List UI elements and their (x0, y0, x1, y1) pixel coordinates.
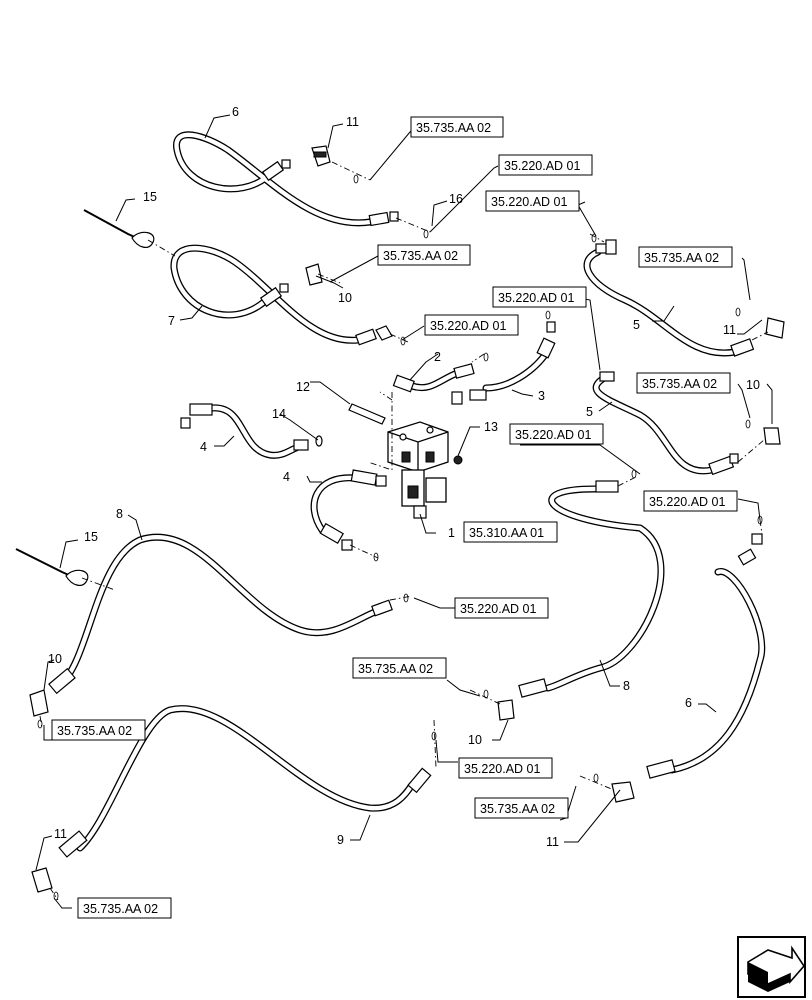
reference-boxes: 35.735.AA 02 35.220.AD 01 35.220.AD 01 3… (51, 116, 738, 919)
hose-8-right (544, 485, 665, 692)
callout-9: 9 (337, 833, 344, 847)
callout-13: 13 (484, 420, 498, 434)
hose-5-mid (592, 374, 716, 475)
callout-11-right: 11 (723, 323, 736, 337)
svg-text:35.735.AA 02: 35.735.AA 02 (480, 802, 555, 816)
callout-8-right: 8 (623, 679, 630, 693)
ref-box-17[interactable]: 35.735.AA 02 (77, 897, 172, 919)
svg-text:35.735.AA 02: 35.735.AA 02 (358, 662, 433, 676)
callout-8-left: 8 (116, 507, 123, 521)
svg-text:35.220.AD 01: 35.220.AD 01 (491, 195, 567, 209)
callout-3: 3 (538, 389, 545, 403)
callout-16: 16 (449, 192, 463, 206)
cable-tie-15-top (83, 209, 155, 248)
svg-text:35.735.AA 02: 35.735.AA 02 (383, 249, 458, 263)
ref-box-8[interactable]: 35.735.AA 02 (636, 372, 731, 394)
callout-6-top: 6 (232, 105, 239, 119)
callout-6-bottom: 6 (685, 696, 692, 710)
svg-text:35.220.AD 01: 35.220.AD 01 (649, 495, 725, 509)
hose-3 (482, 348, 551, 392)
hose-4-lower (310, 474, 359, 534)
navigation-arrow-icon[interactable] (737, 936, 806, 998)
ref-box-2[interactable]: 35.220.AD 01 (498, 154, 593, 176)
svg-text:35.735.AA 02: 35.735.AA 02 (416, 121, 491, 135)
ref-box-4[interactable]: 35.735.AA 02 (377, 244, 471, 266)
leader-lines (35, 114, 773, 909)
ref-box-11[interactable]: 35.310.AA 01 (463, 521, 558, 543)
callout-11-top: 11 (346, 115, 359, 129)
callout-4-lower: 4 (283, 470, 290, 484)
hose-7 (170, 244, 362, 344)
callout-15-bottom: 15 (84, 530, 98, 544)
hose-6-bottom (668, 568, 766, 774)
valve-block (315, 391, 463, 519)
callout-15-top: 15 (143, 190, 157, 204)
callout-14: 14 (272, 407, 286, 421)
ref-box-13[interactable]: 35.735.AA 02 (352, 657, 447, 679)
ref-box-6[interactable]: 35.220.AD 01 (492, 286, 587, 308)
callout-11-bottom-right: 11 (546, 835, 559, 849)
ref-box-9[interactable]: 35.220.AD 01 (509, 423, 604, 445)
callout-12: 12 (296, 380, 310, 394)
svg-text:35.735.AA 02: 35.735.AA 02 (57, 724, 132, 738)
hose-8-left (56, 533, 379, 689)
ref-box-14[interactable]: 35.735.AA 02 (51, 719, 146, 741)
callout-1: 1 (448, 526, 455, 540)
callout-10-left: 10 (48, 652, 62, 666)
ref-box-3[interactable]: 35.220.AD 01 (485, 190, 580, 212)
ref-box-10[interactable]: 35.220.AD 01 (643, 490, 738, 512)
svg-text:35.735.AA 02: 35.735.AA 02 (644, 251, 719, 265)
ref-box-1[interactable]: 35.735.AA 02 (410, 116, 504, 138)
ref-box-15[interactable]: 35.220.AD 01 (458, 757, 553, 779)
hose-5-top (583, 248, 739, 357)
svg-text:35.220.AD 01: 35.220.AD 01 (504, 159, 580, 173)
center-lines (39, 161, 769, 901)
svg-text:35.220.AD 01: 35.220.AD 01 (460, 602, 536, 616)
svg-text:35.735.AA 02: 35.735.AA 02 (83, 902, 158, 916)
elbow-fittings (29, 145, 785, 893)
hose-6-top (173, 131, 374, 227)
ref-box-7[interactable]: 35.220.AD 01 (424, 314, 519, 336)
svg-text:35.220.AD 01: 35.220.AD 01 (515, 428, 591, 442)
callout-2: 2 (434, 350, 441, 364)
ref-box-5[interactable]: 35.735.AA 02 (638, 246, 733, 268)
callout-numbers: 6 11 16 15 10 7 5 11 2 3 12 14 13 5 10 4… (48, 105, 760, 849)
callout-10-bottom: 10 (468, 733, 482, 747)
svg-text:35.310.AA 01: 35.310.AA 01 (469, 526, 544, 540)
hose-9 (76, 705, 416, 852)
callout-7: 7 (168, 314, 175, 328)
ref-box-12[interactable]: 35.220.AD 01 (454, 597, 549, 619)
fittings (48, 159, 763, 858)
callout-10-right: 10 (746, 378, 760, 392)
callout-4-upper: 4 (200, 440, 207, 454)
svg-text:35.220.AD 01: 35.220.AD 01 (430, 319, 506, 333)
callout-5-mid: 5 (586, 405, 593, 419)
svg-text:35.220.AD 01: 35.220.AD 01 (498, 291, 574, 305)
hose-2 (408, 370, 459, 391)
svg-text:35.220.AD 01: 35.220.AD 01 (464, 762, 540, 776)
svg-text:35.735.AA 02: 35.735.AA 02 (642, 377, 717, 391)
callout-11-bottom-left: 11 (54, 827, 67, 841)
cable-tie-15-bottom (15, 548, 89, 586)
ref-box-16[interactable]: 35.735.AA 02 (474, 797, 569, 819)
callout-10-top: 10 (338, 291, 352, 305)
callout-5-top: 5 (633, 318, 640, 332)
hose-4-upper (208, 404, 300, 459)
